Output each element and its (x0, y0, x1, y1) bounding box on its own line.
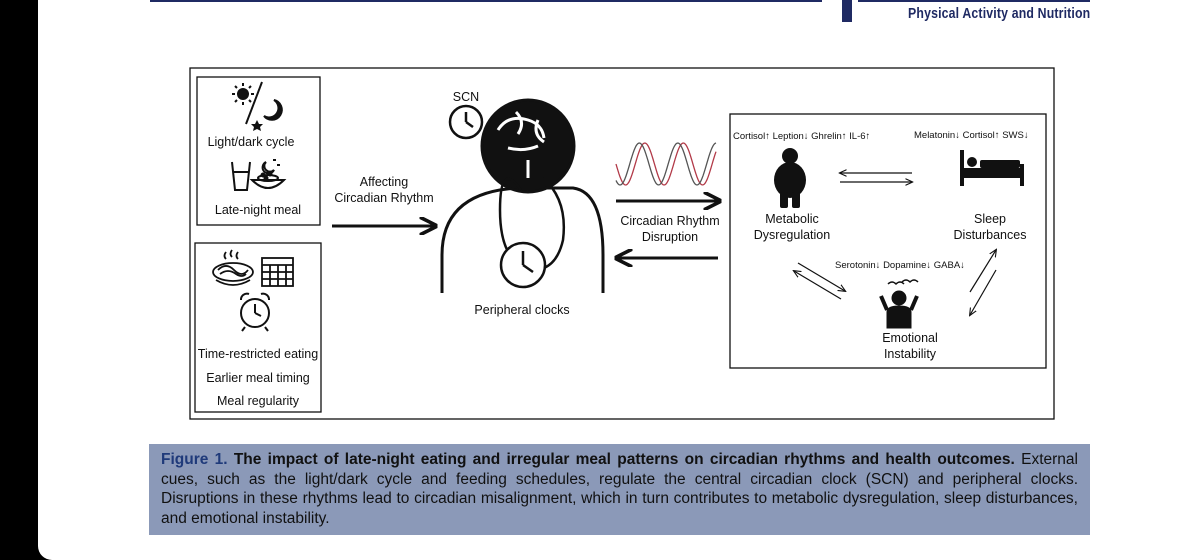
bed-icon (960, 150, 1024, 186)
caption-label: Figure 1. (161, 451, 228, 468)
scn-label: SCN (453, 90, 479, 104)
caption-title: The impact of late-night eating and irre… (233, 451, 1015, 468)
strategy-item: Meal regularity (217, 394, 300, 408)
disruption-label-line2: Disruption (642, 230, 698, 244)
header-rule-right (858, 0, 1090, 2)
emotional-label-line1: Emotional (882, 331, 938, 345)
peripheral-clock-icon (499, 241, 547, 289)
emotional-label-line2: Instability (884, 347, 937, 361)
figure-frame (189, 67, 1055, 420)
light-dark-cycle-icon (232, 81, 283, 131)
strategies-list: Time-restricted eating Earlier meal timi… (198, 347, 318, 408)
sleep-label-line2: Disturbances (954, 228, 1027, 242)
outcomes-box (729, 113, 1047, 369)
double-arrow-metabolic-emotional (794, 262, 845, 300)
caption-body: External cues, such as the light/dark cy… (161, 451, 1078, 527)
strategy-item: Earlier meal timing (206, 371, 310, 385)
affecting-label-line1: Affecting (360, 175, 408, 189)
strategy-item: Time-restricted eating (198, 347, 318, 361)
late-night-meal-label: Late-night meal (215, 203, 301, 217)
wave-dark-line (615, 142, 717, 186)
sleep-markers: Melatonin↓ Cortisol↑ SWS↓ (914, 130, 1029, 141)
stressed-person-icon (879, 279, 919, 329)
peripheral-clocks-label: Peripheral clocks (474, 303, 569, 317)
wave-red-line (615, 142, 717, 186)
double-arrow-sleep-emotional (970, 250, 996, 315)
document-page: Physical Activity and Nutrition Light/da… (38, 0, 1200, 560)
scn-clock-icon (448, 104, 484, 140)
figure-caption: Figure 1. The impact of late-night eatin… (149, 444, 1090, 535)
late-night-meal-icon (231, 159, 287, 191)
emotional-markers: Serotonin↓ Dopamine↓ GABA↓ (835, 260, 965, 271)
metabolic-markers: Cortisol↑ Leption↓ Ghrelin↑ IL-6↑ (733, 131, 870, 142)
inputs-box (196, 76, 321, 226)
circadian-wave-icon (615, 142, 717, 186)
sleep-label-line1: Sleep (974, 212, 1006, 226)
metabolic-label-line1: Metabolic (765, 212, 819, 226)
strategies-box (194, 242, 322, 413)
obese-person-icon (774, 148, 806, 208)
metabolic-label-line2: Dysregulation (754, 228, 830, 242)
header-rule (150, 0, 822, 2)
pasta-calendar-icon (212, 249, 294, 287)
light-dark-label: Light/dark cycle (208, 135, 295, 149)
alarm-clock-icon (240, 292, 270, 332)
journal-title: Physical Activity and Nutrition (907, 5, 1090, 22)
disruption-label-line1: Circadian Rhythm (620, 214, 719, 228)
figure-diagram: Light/dark cycle Late-night meal (189, 67, 1055, 420)
double-arrow-metabolic-sleep (840, 173, 912, 182)
affecting-label-line2: Circadian Rhythm (334, 191, 433, 205)
header-accent-bar (842, 0, 852, 22)
